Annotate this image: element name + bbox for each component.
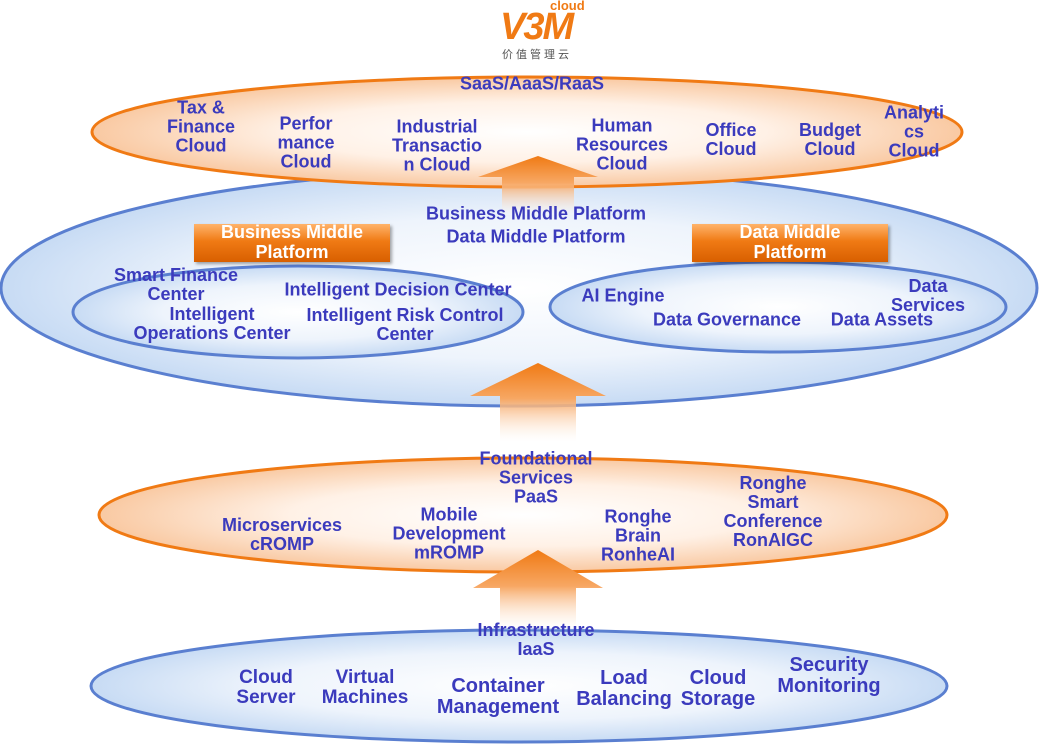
iaas-item-cloud-storage: Cloud Storage	[680, 667, 756, 710]
paas-item-ronghe-brain: Ronghe Brain RonheAI	[601, 506, 675, 565]
iaas-item-container-management: Container Management	[436, 675, 560, 718]
data-inner-ellipse	[548, 260, 1008, 354]
saas-item-hr: Human Resources Cloud	[575, 115, 669, 174]
iaas-item-cloud-server: Cloud Server	[236, 667, 296, 708]
saas-item-industrial: Industrial Transactio n Cloud	[391, 116, 483, 175]
data-middle-platform-badge: Data Middle Platform	[692, 222, 888, 262]
arrow-up-icon	[478, 156, 598, 215]
middle-title-data: Data Middle Platform	[446, 226, 626, 247]
logo-superscript: cloud	[550, 0, 585, 13]
paas-item-microservices: Microservices cROMP	[221, 515, 343, 554]
business-inner-ellipse	[71, 264, 525, 360]
saas-item-tax-finance: Tax & Finance Cloud	[166, 97, 236, 156]
ai-engine: AI Engine	[581, 285, 665, 306]
intelligent-operations-center: Intelligent Operations Center	[133, 304, 291, 343]
arrow-up-icon	[473, 550, 603, 630]
saas-item-performance: Perfor mance Cloud	[277, 113, 335, 172]
saas-item-budget: Budget Cloud	[799, 120, 861, 159]
iaas-title: Infrastructure IaaS	[477, 620, 595, 659]
saas-item-analytics: Analyti cs Cloud	[883, 102, 945, 161]
data-services: Data Services	[890, 276, 966, 315]
smart-finance-center: Smart Finance Center	[113, 265, 239, 304]
data-governance: Data Governance	[652, 309, 802, 330]
saas-title: SaaS/AaaS/RaaS	[459, 73, 605, 94]
paas-item-mobile-development: Mobile Development mROMP	[392, 504, 506, 563]
v3m-logo: V3M cloud 价值管理云	[500, 0, 585, 61]
arrow-up-icon	[470, 363, 606, 442]
iaas-item-load-balancing: Load Balancing	[576, 667, 672, 710]
logo-mark: V3M	[500, 6, 574, 48]
data-assets: Data Assets	[830, 309, 934, 330]
saas-item-office: Office Cloud	[705, 120, 757, 159]
iaas-item-security-monitoring: Security Monitoring	[777, 654, 881, 697]
iaas-item-virtual-machines: Virtual Machines	[321, 667, 409, 708]
business-middle-platform-badge: Business Middle Platform	[194, 222, 390, 262]
logo-tagline: 价值管理云	[502, 48, 572, 61]
paas-item-ronghe-conference: Ronghe Smart Conference RonAIGC	[723, 473, 823, 550]
paas-title: Foundational Services PaaS	[479, 448, 593, 507]
middle-title-business: Business Middle Platform	[425, 203, 647, 224]
intelligent-decision-center: Intelligent Decision Center	[284, 279, 512, 300]
intelligent-risk-control-center: Intelligent Risk Control Center	[306, 305, 504, 344]
